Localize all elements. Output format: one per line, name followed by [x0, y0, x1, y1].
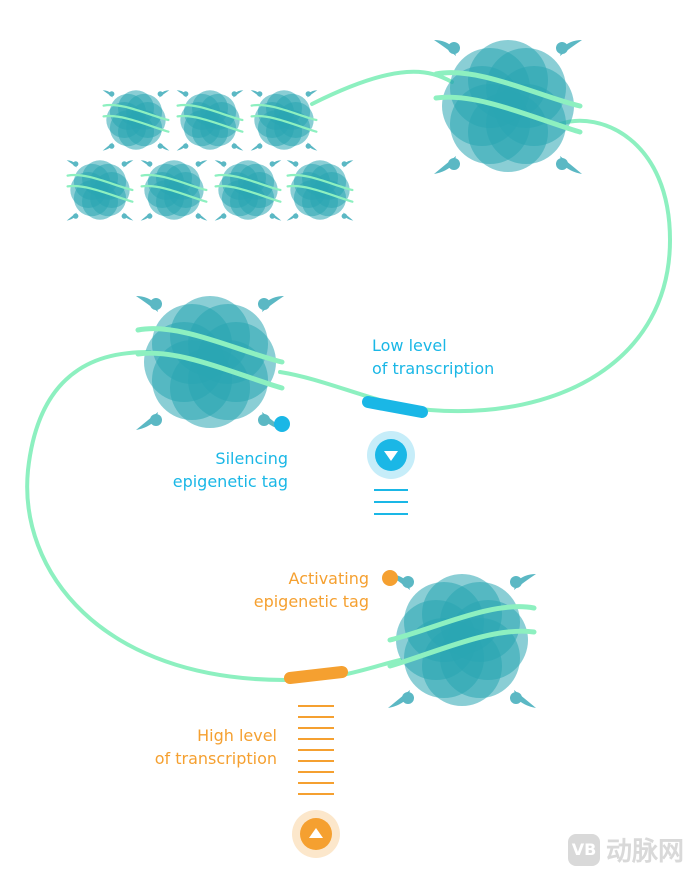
low-level-label-line1: Low level — [372, 336, 447, 355]
activating-label-line1: Activating — [288, 569, 369, 588]
nucleosome-small — [285, 159, 355, 222]
activating-label: Activating epigenetic tag — [228, 567, 369, 613]
high-level-label: High level of transcription — [130, 724, 277, 770]
nucleosome-small — [139, 159, 209, 222]
low-level-label-line2: of transcription — [372, 359, 495, 378]
nucleosome-small — [175, 89, 245, 152]
silencing-tag-dot — [274, 416, 290, 432]
high-transcription-lines — [298, 705, 334, 795]
activating-label-line2: epigenetic tag — [253, 592, 369, 611]
nucleosome-small — [65, 159, 135, 222]
activating-tag-dot — [382, 570, 398, 586]
up-arrow-circle-icon — [292, 810, 340, 858]
silencing-label-line1: Silencing — [215, 449, 288, 468]
high-level-label-line1: High level — [197, 726, 277, 745]
nucleosome-small — [101, 89, 171, 152]
activating-gene-segment — [284, 666, 348, 684]
nucleosome-large — [388, 574, 536, 708]
nucleosome-small — [213, 159, 283, 222]
low-transcription-lines — [374, 489, 408, 515]
silencing-label: Silencing epigenetic tag — [150, 447, 288, 493]
watermark: VB 动脉网 — [567, 831, 684, 868]
silencing-label-line2: epigenetic tag — [172, 472, 288, 491]
silencing-gene-segment — [362, 396, 428, 418]
low-level-label: Low level of transcription — [372, 334, 494, 380]
watermark-logo: VB — [567, 833, 600, 866]
watermark-text: 动脉网 — [605, 837, 684, 867]
nucleosome-large — [136, 296, 284, 430]
nucleosome-large — [434, 40, 582, 174]
nucleosome-small — [249, 89, 319, 152]
down-arrow-circle-icon — [367, 431, 415, 479]
high-level-label-line2: of transcription — [154, 749, 277, 768]
